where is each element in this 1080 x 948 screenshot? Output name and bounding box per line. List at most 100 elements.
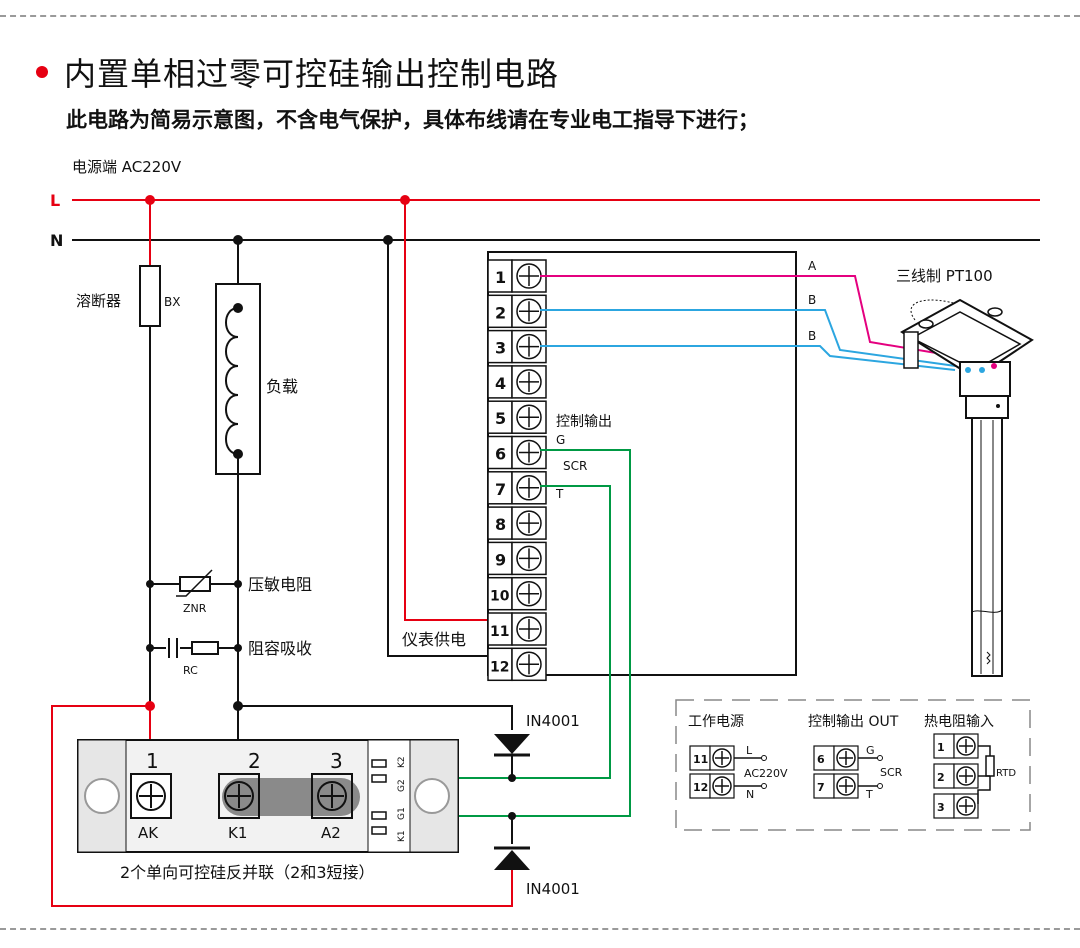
top-dashed-divider <box>0 15 1080 17</box>
sensor-wire-a <box>540 275 991 363</box>
rc-resistor-symbol <box>191 641 219 655</box>
terminal-number-box <box>487 576 513 611</box>
terminal-screw-icon <box>516 298 542 325</box>
terminal-screw-icon <box>516 475 542 501</box>
diode-top-wire <box>238 705 513 730</box>
legend-rtd-label: RTD <box>996 768 1016 779</box>
terminal-screw-icon <box>516 404 542 430</box>
gate-pin-g1 <box>371 811 387 820</box>
diode-top-label: IN4001 <box>526 712 580 730</box>
varistor-code-label: ZNR <box>183 602 207 615</box>
terminal-number-box <box>487 365 513 399</box>
title-row: 内置单相过零可控硅输出控制电路 <box>36 52 560 93</box>
short-link-bar <box>222 778 360 816</box>
pt100-sensor-icon <box>900 298 1034 677</box>
gate-pin-g2 <box>371 774 387 783</box>
legend-terminal-r1-screw-icon <box>956 736 976 756</box>
legend-g-dot <box>877 755 883 761</box>
legend-terminal-6-number: 6 <box>817 753 825 766</box>
junction-diode-top <box>508 774 516 782</box>
terminal-number-box <box>487 435 513 470</box>
instrument-n-wire <box>387 240 488 657</box>
terminal-screw-k1-icon <box>218 773 260 819</box>
legend-terminal-7-number: 7 <box>817 781 825 794</box>
varistor-label: 压敏电阻 <box>248 575 312 594</box>
side-label-g1: G1 <box>397 807 407 820</box>
thyristor-num-1: 1 <box>146 749 159 773</box>
rc-code-label: RC <box>183 664 198 677</box>
page-title: 内置单相过零可控硅输出控制电路 <box>64 55 560 93</box>
mount-hole-left-icon <box>84 778 120 814</box>
thyristor-k1-label: K1 <box>228 824 247 842</box>
terminal-number: 2 <box>495 303 506 322</box>
terminal-number: 7 <box>495 480 506 499</box>
legend-terminal-r2-number: 2 <box>937 771 945 784</box>
load-coil-icon <box>225 307 239 455</box>
legend-rtd-wire-1 <box>978 745 991 756</box>
terminal-screw-icon <box>516 439 542 466</box>
terminal-number: 5 <box>495 409 506 428</box>
diode-top-symbol <box>494 734 530 754</box>
fuse-label: 溶断器 <box>76 292 121 310</box>
legend-terminal-7-screw-icon <box>836 776 856 796</box>
bullet-dot-icon <box>36 66 48 78</box>
legend-terminal-12-number: 12 <box>693 781 708 794</box>
diode-bottom-label: IN4001 <box>526 880 580 898</box>
page-subtitle: 此电路为简易示意图，不含电气保护，具体布线请在专业电工指导下进行； <box>66 108 759 132</box>
legend-box <box>675 699 1031 831</box>
legend-t-dot <box>877 783 883 789</box>
legend-rtd-wire-2 <box>977 776 991 804</box>
legend-terminal-r1-number: 1 <box>937 741 945 754</box>
diode-bottom-symbol <box>494 850 530 870</box>
sensor-wire-b2-label: B <box>808 329 816 343</box>
legend-rtd-resistor <box>985 755 995 777</box>
legend-terminal-6-screw-icon <box>836 748 856 768</box>
control-t-label: T <box>555 487 564 501</box>
control-g-label: G <box>556 433 565 447</box>
legend-terminal-r2-screw-icon <box>956 766 976 786</box>
legend-l-label: L <box>746 744 753 757</box>
terminal-number-box <box>487 541 513 576</box>
side-label-k2: K2 <box>397 756 407 768</box>
thyristor-caption: 2个单向可控硅反并联（2和3短接） <box>120 863 375 882</box>
terminal-number: 1 <box>495 268 506 287</box>
thyristor-num-2: 2 <box>248 749 261 773</box>
terminal-screw-icon <box>516 545 542 572</box>
terminal-number: 3 <box>495 339 506 358</box>
sensor-wire-a-label: A <box>808 259 817 273</box>
varistor-symbol <box>179 576 211 592</box>
terminal-number: 4 <box>495 374 506 393</box>
terminal-number-box <box>487 294 513 329</box>
legend-scr-label: SCR <box>880 766 903 779</box>
junction-varistor-left <box>146 580 154 588</box>
legend-n-label: N <box>746 788 754 801</box>
sensor-wire-b2 <box>540 345 956 371</box>
legend-terminal-r3-number: 3 <box>937 801 945 814</box>
terminal-number-box <box>487 647 513 682</box>
legend-n-dot <box>761 783 767 789</box>
terminal-number: 12 <box>490 659 509 675</box>
load-label: 负载 <box>266 377 298 396</box>
bottom-dashed-divider <box>0 928 1080 930</box>
varistor-slash-icon <box>176 569 213 597</box>
rc-label: 阻容吸收 <box>248 639 312 658</box>
thyristor-a2-label: A2 <box>321 824 341 842</box>
terminal-screw-ak-icon <box>130 773 172 819</box>
terminal-screw-icon <box>516 369 542 395</box>
legend-l-dot <box>761 755 767 761</box>
terminal-number: 6 <box>495 445 506 464</box>
legend-rtd-input: 热电阻输入 <box>924 714 994 730</box>
terminal-screw-a2-icon <box>311 773 353 819</box>
sensor-title: 三线制 PT100 <box>896 267 993 285</box>
terminal-number: 11 <box>490 624 509 640</box>
control-output-label: 控制输出 <box>556 414 612 430</box>
mount-hole-right-icon <box>414 778 450 814</box>
legend-t-label: T <box>865 788 873 801</box>
gate-pin-k1 <box>371 826 387 835</box>
thyristor-num-3: 3 <box>330 749 343 773</box>
legend-control-out: 控制输出 OUT <box>808 714 899 730</box>
terminal-screw-icon <box>516 616 542 642</box>
line-l-label: L <box>50 191 60 210</box>
terminal-screw-icon <box>516 580 542 607</box>
